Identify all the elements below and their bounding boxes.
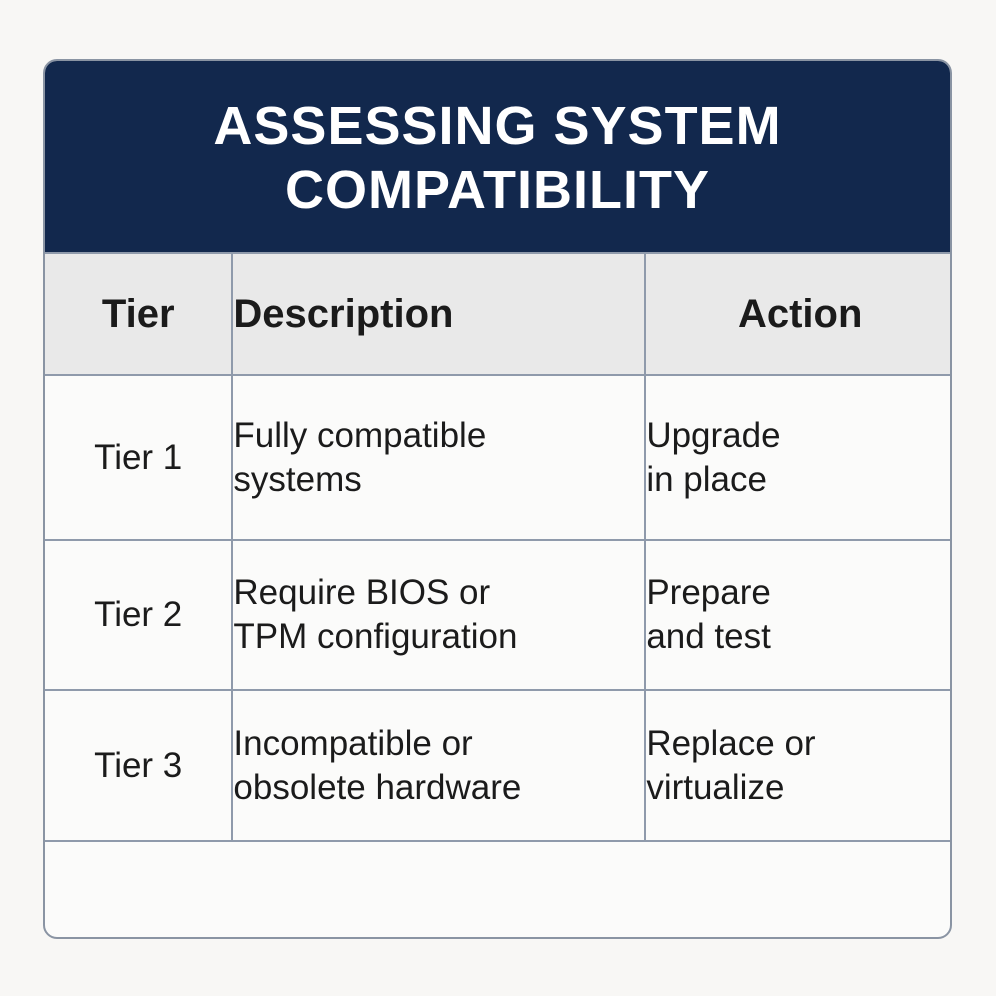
table-row: Tier 3 Incompatible or obsolete hardware… [45, 689, 950, 842]
description-line: systems [233, 459, 362, 499]
compatibility-table: Tier Description Action Tier 1 Fully com… [45, 252, 950, 842]
description-line: obsolete hardware [233, 767, 522, 807]
action-line: Prepare [646, 573, 771, 612]
description-line: TPM configuration [233, 617, 518, 656]
title-bar: ASSESSING SYSTEM COMPATIBILITY [45, 61, 950, 254]
tier-cell: Tier 2 [45, 539, 234, 691]
tier-cell: Tier 3 [45, 689, 234, 842]
action-line: Upgrade [646, 415, 781, 455]
tier-cell: Tier 1 [45, 374, 234, 541]
description-line: Fully compatible [233, 415, 487, 455]
column-header-description: Description [231, 252, 647, 376]
description-cell: Incompatible or obsolete hardware [231, 689, 647, 842]
action-line: and test [646, 617, 771, 656]
action-line: in place [646, 459, 767, 499]
column-header-action: Action [644, 252, 950, 376]
description-line: Require BIOS or [233, 573, 491, 612]
description-cell: Fully compatible systems [231, 374, 647, 541]
description-line: Incompatible or [233, 723, 473, 763]
compatibility-card: ASSESSING SYSTEM COMPATIBILITY Tier Desc… [43, 59, 952, 939]
column-header-tier: Tier [45, 252, 234, 376]
table-row: Tier 2 Require BIOS or TPM configuration… [45, 539, 950, 691]
table-row: Tier 1 Fully compatible systems Upgrade … [45, 374, 950, 541]
description-cell: Require BIOS or TPM configuration [231, 539, 647, 691]
action-cell: Prepare and test [644, 539, 950, 691]
page-title: ASSESSING SYSTEM COMPATIBILITY [213, 95, 782, 220]
action-cell: Upgrade in place [644, 374, 950, 541]
table-header-row: Tier Description Action [45, 252, 950, 376]
action-line: Replace or [646, 723, 816, 763]
action-line: virtualize [646, 767, 785, 807]
action-cell: Replace or virtualize [644, 689, 950, 842]
table-footer-space [45, 845, 950, 937]
